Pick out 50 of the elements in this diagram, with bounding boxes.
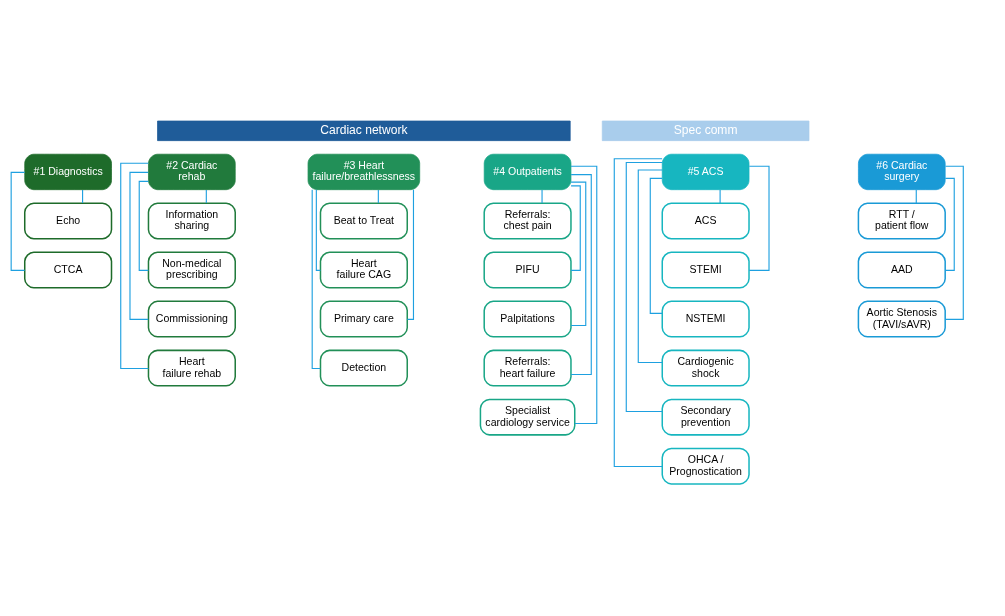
node-box: Non-medical prescribing bbox=[147, 251, 236, 288]
node-box: ACS bbox=[661, 202, 750, 239]
connector bbox=[637, 169, 663, 363]
connector bbox=[625, 161, 663, 412]
node-box: #2 Cardiac rehab bbox=[148, 153, 236, 190]
node-box: Echo bbox=[24, 202, 113, 239]
node-box: Detection bbox=[319, 349, 408, 387]
node-box: Aortic Stenosis (TAVI/sAVR) bbox=[857, 300, 946, 338]
node-box: Cardiogenic shock bbox=[661, 349, 750, 387]
connector bbox=[570, 184, 581, 271]
node-box: #6 Cardiac surgery bbox=[858, 153, 946, 190]
connector bbox=[944, 177, 955, 271]
node-box: Referrals: chest pain bbox=[483, 202, 572, 239]
connector bbox=[138, 180, 149, 271]
node-box: #5 ACS bbox=[661, 153, 750, 190]
node-box: #3 Heart failure/breathlessness bbox=[307, 153, 421, 190]
node-box: AAD bbox=[857, 251, 946, 288]
connector bbox=[541, 188, 543, 204]
connector bbox=[406, 188, 415, 320]
node-box: Beat to Treat bbox=[319, 202, 408, 239]
connector bbox=[570, 165, 598, 424]
connector bbox=[311, 188, 321, 369]
node-box: Spec comm bbox=[601, 120, 810, 141]
connector bbox=[748, 165, 770, 271]
node-box: OHCA / Prognostication bbox=[661, 447, 750, 485]
connector bbox=[315, 188, 321, 271]
node-box: Commissioning bbox=[147, 300, 236, 338]
node-box: #1 Diagnostics bbox=[24, 153, 112, 190]
node-box: CTCA bbox=[24, 251, 113, 288]
connector bbox=[944, 165, 964, 320]
connector bbox=[719, 188, 721, 204]
node-box: Heart failure CAG bbox=[319, 251, 408, 288]
node-box: RTT / patient flow bbox=[857, 202, 946, 239]
node-box: Primary care bbox=[319, 300, 408, 338]
node-box: STEMI bbox=[661, 251, 750, 288]
node-box: Specialist cardiology service bbox=[479, 398, 576, 436]
node-box: Secondary prevention bbox=[661, 398, 750, 436]
node-box: NSTEMI bbox=[661, 300, 750, 338]
node-box: Cardiac network bbox=[157, 120, 571, 141]
node-box: #4 Outpatients bbox=[483, 153, 572, 190]
connector bbox=[120, 162, 149, 369]
node-box: PIFU bbox=[483, 251, 572, 288]
node-box: Palpitations bbox=[483, 300, 572, 338]
connector bbox=[129, 171, 149, 320]
node-box: Information sharing bbox=[147, 202, 236, 239]
node-box: Heart failure rehab bbox=[147, 349, 236, 387]
connector bbox=[570, 173, 592, 375]
node-box: Referrals: heart failure bbox=[483, 349, 572, 387]
connector bbox=[613, 157, 663, 467]
connector bbox=[570, 181, 587, 326]
